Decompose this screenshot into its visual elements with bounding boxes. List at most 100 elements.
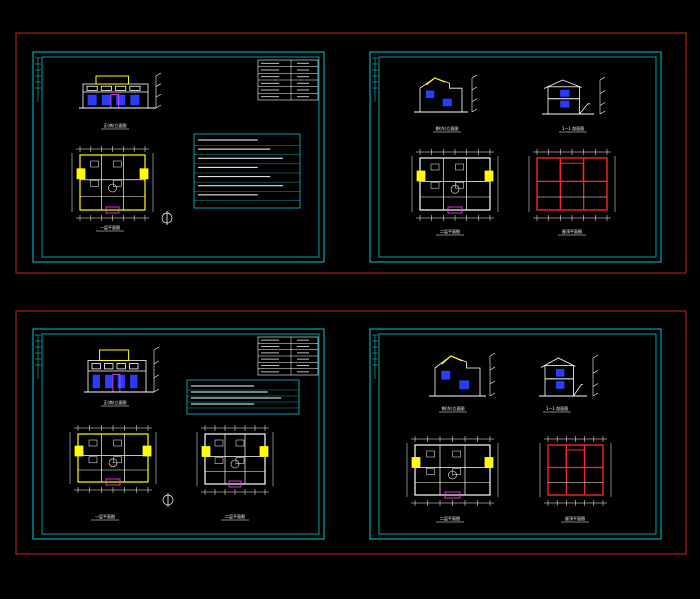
window-highlight — [201, 446, 211, 457]
exterior-wall — [77, 433, 149, 483]
roof-edge — [425, 77, 446, 86]
drawing-frames — [15, 32, 687, 555]
furniture — [88, 456, 98, 464]
level-mark — [153, 388, 160, 393]
furniture — [235, 457, 245, 464]
outer-frame — [15, 32, 687, 274]
stair-symbol — [450, 184, 460, 194]
drawing-title: 二层平面图 — [440, 515, 460, 521]
drawing-title: 1—1 剖面图 — [562, 125, 584, 131]
furniture — [430, 181, 440, 189]
level-mark — [592, 354, 599, 359]
exterior-wall — [79, 154, 146, 211]
notes-box — [186, 379, 300, 415]
window-highlight — [484, 457, 494, 468]
level-mark — [471, 108, 478, 113]
window-glass — [425, 90, 435, 99]
level-mark — [489, 352, 496, 357]
floor-plan-drawing — [406, 436, 499, 506]
level-mark — [489, 366, 496, 371]
window-highlight — [259, 446, 269, 457]
level-mark — [599, 110, 606, 115]
window-highlight — [142, 445, 152, 457]
window-glass — [459, 380, 470, 390]
drawing-title: 侧(东)立面图 — [441, 405, 464, 411]
furniture — [455, 163, 464, 171]
furniture — [90, 180, 99, 187]
window-glass — [441, 370, 451, 380]
window-glass — [116, 94, 126, 106]
side-elevation-drawing — [429, 352, 496, 397]
drawing-title: 正(南)立面图 — [103, 399, 126, 405]
entrance — [105, 206, 120, 214]
notes-frame — [193, 133, 301, 209]
drawing-title: 屋顶平面图 — [562, 228, 582, 234]
stair — [579, 103, 590, 115]
side-elevation-drawing — [414, 74, 478, 113]
sheet-3: 正(南)立面图一层平面图二层平面图 — [69, 336, 319, 521]
drawing-title: 正(南)立面图 — [103, 122, 126, 128]
furniture — [113, 456, 122, 464]
window-glass — [556, 381, 565, 389]
sheet-inner-border — [41, 56, 320, 258]
exterior-wall — [204, 433, 266, 485]
floor-plan-drawing — [69, 425, 157, 493]
level-mark — [599, 90, 606, 94]
window-highlight — [411, 457, 421, 468]
furniture — [113, 160, 122, 168]
level-mark — [471, 86, 478, 91]
exterior-wall — [536, 157, 608, 211]
notes-frame — [186, 379, 300, 415]
exterior-wall — [414, 444, 491, 496]
section-drawing — [542, 76, 606, 115]
window-glass — [92, 374, 100, 389]
sheet-border — [32, 51, 325, 263]
furniture — [452, 450, 461, 458]
window-frame — [91, 363, 101, 370]
elevation-outline — [434, 355, 481, 396]
sheet-border — [32, 328, 325, 540]
furniture — [426, 468, 435, 475]
entrance — [447, 206, 463, 214]
roof-slope — [540, 357, 576, 368]
exterior-wall — [419, 157, 491, 211]
elevation-drawing — [84, 346, 160, 393]
floor-plan-drawing — [71, 146, 154, 221]
sheet-inner-border — [378, 56, 657, 258]
level-mark — [155, 72, 162, 77]
drawing-title: 一层平面图 — [95, 513, 115, 519]
level-mark — [471, 98, 478, 103]
window-frame — [104, 363, 114, 370]
sheet-inner-border — [41, 333, 320, 535]
roof-edge — [441, 355, 463, 365]
furniture — [214, 439, 224, 447]
section-drawing — [539, 354, 599, 397]
level-mark — [489, 380, 496, 385]
window-glass — [130, 94, 140, 106]
window-frame — [115, 85, 127, 91]
drawing-title: 侧(东)立面图 — [435, 125, 458, 131]
sheet-frame — [32, 51, 325, 263]
roof-hatch — [559, 162, 584, 182]
level-mark — [153, 374, 160, 378]
sheet-frame — [369, 51, 662, 263]
window-frame — [86, 85, 98, 91]
drawing-title: 1—1 剖面图 — [546, 405, 568, 411]
window-glass — [117, 374, 125, 389]
window-glass — [87, 94, 97, 106]
window-frame — [100, 85, 112, 91]
drawing-title: 二层平面图 — [440, 228, 460, 234]
level-mark — [599, 76, 606, 81]
window-glass — [101, 94, 111, 106]
north-arrow-icon — [162, 493, 174, 507]
title-block — [257, 59, 319, 101]
window-frame — [116, 363, 126, 370]
window-highlight — [74, 445, 84, 457]
window-highlight — [139, 168, 149, 180]
level-mark — [592, 369, 599, 374]
window-glass — [442, 98, 452, 107]
roof-hatch — [565, 449, 585, 468]
